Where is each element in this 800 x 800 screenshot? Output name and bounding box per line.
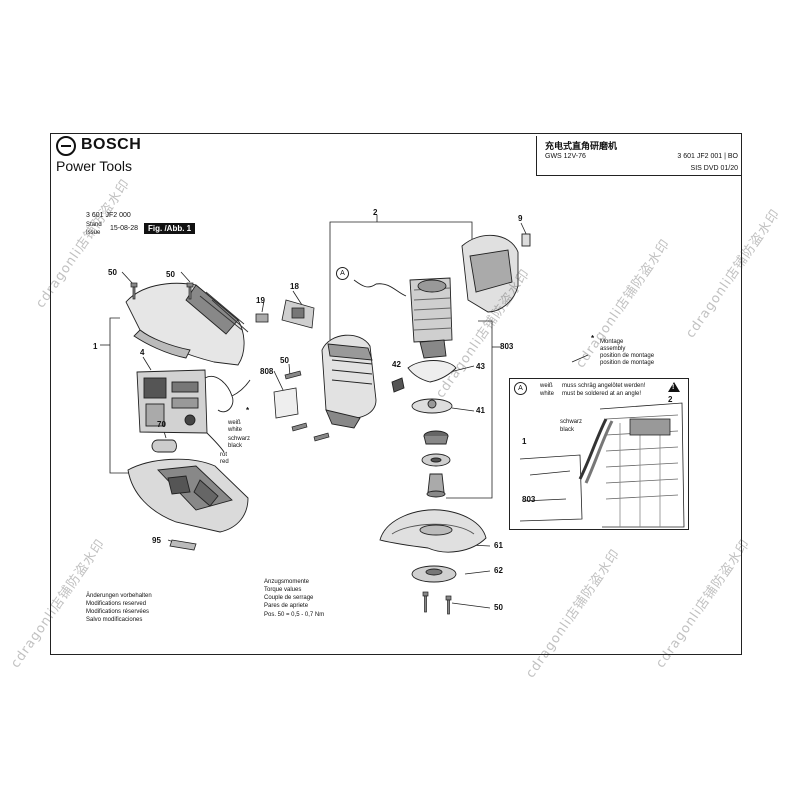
torque-line: Couple de serrage [264,595,314,601]
product-code: 3 601 JF2 000 [86,212,131,219]
bracket-2 [329,221,473,340]
inset-callout-1: 1 [522,437,527,446]
callout-2: 2 [373,208,378,217]
changes-line: Modifications reserved [86,601,147,607]
montage-line-4: position de montage [600,360,655,366]
callout-9: 9 [518,214,523,223]
wire-label-red: red [220,459,229,465]
inset-weiss: weiß [540,383,553,389]
callout-70: 70 [157,420,166,429]
changes-line: Salvo modificaciones [86,617,143,623]
wire-label-schwarz: schwarz [228,436,251,442]
inset-callout-803: 803 [522,495,536,504]
montage-asterisk: * [591,334,595,343]
wire-label-black: black [228,443,243,449]
torque-line: Torque values [264,587,302,593]
torque-line: Pos. 50 = 0,5 - 0,7 Nm [264,612,325,618]
inset-detail-a: A weiß muss schräg angelötet werden! whi… [509,378,689,530]
callout-1: 1 [93,342,98,351]
callout-19: 19 [256,296,265,305]
inset-white: white [540,391,555,397]
callout-41: 41 [476,406,485,415]
product-title: 充电式直角研磨机 [545,141,618,151]
title-block: 充电式直角研磨机 GWS 12V-76 3 601 JF2 001 | BO S… [536,136,742,176]
callout-4: 4 [140,348,145,357]
changes-line: Änderungen vorbehalten [86,593,152,599]
inset-callout-2: 2 [668,395,673,404]
inset-drawing [519,402,685,528]
bracket-803 [446,320,493,499]
brand-name: BOSCH [81,136,142,153]
montage-line-2: assembly [600,346,626,352]
part-number: 3 601 JF2 001 | BO [677,153,738,160]
wire-label-white: white [228,427,243,433]
wire-label-rot: rot [220,452,228,458]
issue-date: 15-08-28 [110,225,139,232]
montage-line-1: Montage [600,339,624,345]
model-name: GWS 12V-76 [545,153,586,160]
inset-schwarz: schwarz [560,419,583,425]
callout-50-top-mid: 50 [166,270,175,279]
inset-note-de: muss schräg angelötet werden! [562,383,646,389]
bosch-armature-icon [56,136,76,156]
changes-line: Modifications réservées [86,609,150,615]
callout-50-top-left: 50 [108,268,117,277]
callout-803: 803 [500,342,514,351]
torque-line: Anzugsmomente [264,579,310,585]
inset-black: black [560,427,575,433]
callout-808: 808 [260,367,274,376]
marker-a: A [336,267,349,280]
division-name: Power Tools [56,158,133,174]
callout-42: 42 [392,360,401,369]
callout-95: 95 [152,536,161,545]
drawing-frame [50,133,742,655]
asterisk-mark: * [246,406,250,415]
callout-50-bottom: 50 [494,603,503,612]
callout-61: 61 [494,541,503,550]
inset-marker-a: A [514,382,527,395]
torque-line: Pares de apriete [264,603,309,609]
callout-18: 18 [290,282,299,291]
issue-label: Issue [86,230,101,236]
callout-43: 43 [476,362,485,371]
stand-label: Stand [86,222,102,228]
sis-version: SIS DVD 01/20 [690,165,738,172]
figure-label: Fig. /Abb. 1 [144,223,196,234]
bracket-1 [109,317,134,474]
wire-label-weiss: weiß [228,420,241,426]
warning-icon [668,382,680,392]
inset-note-en: must be soldered at an angle! [562,391,642,397]
callout-62: 62 [494,566,503,575]
montage-line-3: position de montage [600,353,655,359]
callout-50-mid: 50 [280,356,289,365]
